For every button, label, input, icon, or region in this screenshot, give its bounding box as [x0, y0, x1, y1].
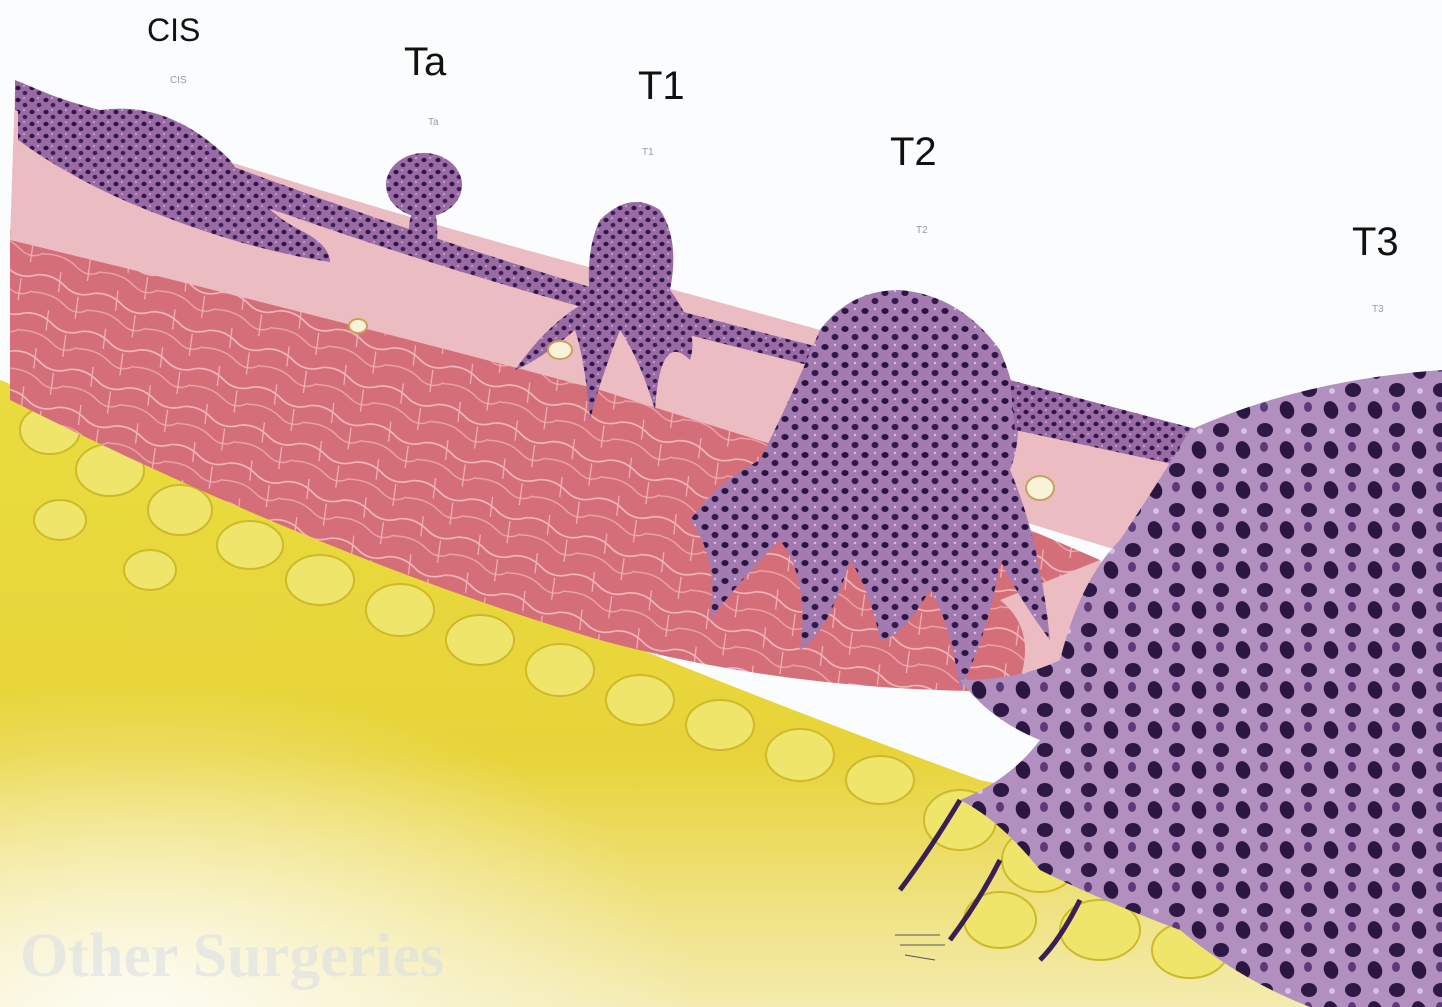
small-label-t2: T2 [916, 226, 928, 236]
label-cis: CIS [147, 14, 200, 46]
label-ta: Ta [404, 42, 446, 82]
small-label-t1: T1 [642, 148, 654, 158]
watermark-text: Other Surgeries [20, 925, 444, 987]
label-t3: T3 [1352, 222, 1399, 262]
small-label-cis: CIS [170, 76, 187, 86]
small-label-t3: T3 [1372, 305, 1384, 315]
small-label-ta: Ta [428, 118, 439, 128]
label-t2: T2 [890, 132, 937, 172]
label-t1: T1 [638, 66, 685, 106]
